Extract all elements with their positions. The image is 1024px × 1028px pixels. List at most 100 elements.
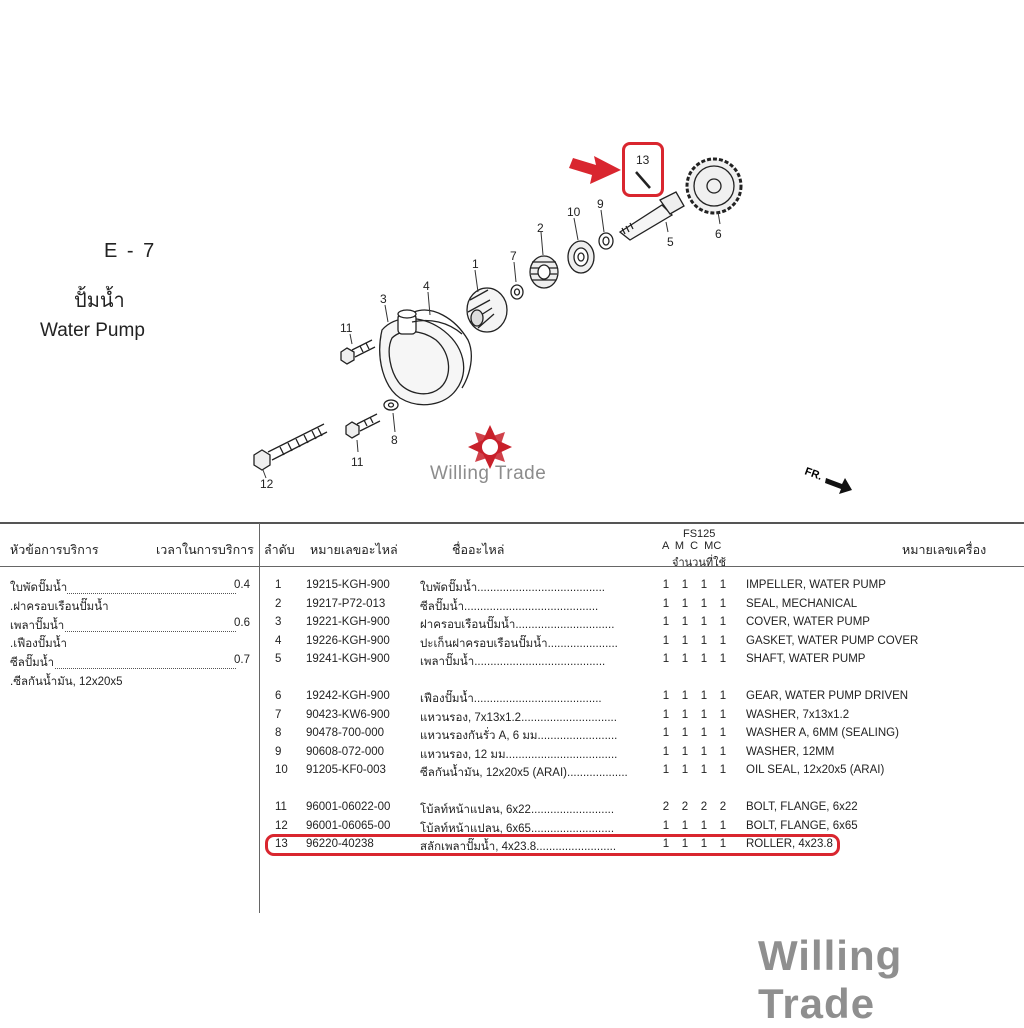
- part-seal-2: [529, 255, 559, 289]
- section-code: E - 7: [104, 240, 157, 262]
- quantity-cell: 1: [700, 764, 708, 776]
- header-model: FS125: [683, 528, 716, 540]
- part-number: 19215-KGH-900: [306, 579, 390, 591]
- part-number: 96001-06022-00: [306, 801, 391, 813]
- part-name-thai: แหวนรอง, 7x13x1.2.......................…: [420, 712, 617, 724]
- row-number: 9: [275, 746, 282, 758]
- quantity-cell: 1: [662, 820, 670, 832]
- callout-13: 13: [636, 153, 650, 167]
- quantity-cell: 1: [719, 598, 727, 610]
- part-description: IMPELLER, WATER PUMP: [746, 579, 886, 591]
- quantity-cell: 1: [681, 579, 689, 591]
- quantity-cell: 1: [662, 690, 670, 702]
- section-title-thai: ปั้มน้ำ: [74, 290, 125, 312]
- quantity-cell: 1: [662, 746, 670, 758]
- quantity-cell: 1: [700, 635, 708, 647]
- part-oil-seal-10: [567, 240, 595, 274]
- quantity-cell: 1: [700, 690, 708, 702]
- section-title-english: Water Pump: [40, 320, 145, 341]
- quantity-cell: 1: [662, 838, 670, 850]
- row-number: 2: [275, 598, 282, 610]
- table-row: 9 90608-072-000 แหวนรอง, 12 มม............…: [0, 746, 1024, 764]
- part-number: 19226-KGH-900: [306, 635, 390, 647]
- quantity-cell: 1: [681, 727, 689, 739]
- quantity-cell: 1: [700, 598, 708, 610]
- row-number: 12: [275, 820, 288, 832]
- service-item-name: .เฟืองปั๊มน้ำ: [10, 638, 67, 650]
- quantity-cell: 1: [719, 690, 727, 702]
- front-direction-icon: FR.: [803, 466, 852, 494]
- quantity-cell: 1: [719, 764, 727, 776]
- callout-3: 3: [380, 292, 387, 306]
- quantity-cell: 1: [700, 746, 708, 758]
- quantity-cell: 2: [662, 801, 670, 813]
- part-name-thai: ซีลปั๊มน้ำ..............................…: [420, 601, 599, 613]
- svg-text:FR.: FR.: [803, 466, 824, 483]
- part-number: 90423-KW6-900: [306, 709, 390, 721]
- service-item-name: .ซีลกันน้ำมัน, 12x20x5: [10, 676, 123, 688]
- part-name-thai: โบ้ลท์หน้าแปลน, 6x65....................…: [420, 823, 615, 835]
- part-name-thai: เฟืองปั๊มน้ำ............................…: [420, 693, 602, 705]
- part-name-thai: เพลาปั๊มน้ำ.............................…: [420, 656, 606, 668]
- callout-5: 5: [667, 235, 674, 249]
- quantity-cell: 1: [700, 727, 708, 739]
- service-item: .ฝาครอบเรือนปั๊มน้ำ: [10, 598, 250, 616]
- quantity-cell: 1: [719, 579, 727, 591]
- part-name-thai: แหวนรอง, 12 มม..........................…: [420, 749, 618, 761]
- part-description: BOLT, FLANGE, 6x22: [746, 801, 858, 813]
- row-number: 8: [275, 727, 282, 739]
- highlight-frame-part-13: [622, 142, 664, 197]
- row-number: 6: [275, 690, 282, 702]
- part-shaft-5: [618, 191, 685, 241]
- header-seq: ลำดับ: [264, 543, 295, 557]
- willing-trade-logo-small: [468, 425, 512, 469]
- part-cover-3: [379, 309, 472, 406]
- header-engine-no: หมายเลขเครื่อง: [902, 543, 987, 557]
- part-description: GEAR, WATER PUMP DRIVEN: [746, 690, 909, 702]
- quantity-cell: 1: [681, 709, 689, 721]
- quantity-cell: 1: [719, 616, 727, 628]
- part-number: 19217-P72-013: [306, 598, 386, 610]
- service-item: ซีลปั๊มน้ำ 0.7: [10, 654, 250, 672]
- header-service-topic: หัวข้อการบริการ: [10, 543, 99, 557]
- red-arrow-icon: [569, 156, 621, 184]
- callout-11a: 11: [340, 321, 353, 335]
- part-description: WASHER, 12MM: [746, 746, 835, 758]
- part-number: 90608-072-000: [306, 746, 385, 758]
- callout-9: 9: [597, 197, 604, 211]
- part-name-thai: สลักเพลาปั๊มน้ำ, 4x23.8.................…: [420, 841, 617, 853]
- service-item-time: 0.7: [234, 654, 250, 666]
- quantity-cell: 1: [662, 579, 670, 591]
- header-variants: A M C MC: [662, 540, 722, 552]
- quantity-cell: 1: [700, 838, 708, 850]
- part-description: WASHER, 7x13x1.2: [746, 709, 850, 721]
- part-description: OIL SEAL, 12x20x5 (ARAI): [746, 764, 885, 776]
- quantity-cell: 1: [662, 635, 670, 647]
- quantity-cell: 2: [719, 801, 727, 813]
- part-number: 19241-KGH-900: [306, 653, 390, 665]
- row-number: 7: [275, 709, 282, 721]
- watermark-small: Willing Trade: [430, 463, 547, 484]
- header-qty: จำนวนที่ใช้: [672, 557, 726, 569]
- quantity-cell: 1: [662, 709, 670, 721]
- watermark-large: Willing Trade: [758, 932, 903, 1027]
- service-item-time: 0.6: [234, 617, 250, 629]
- callout-10: 10: [567, 205, 581, 219]
- quantity-cell: 2: [700, 801, 708, 813]
- row-number: 11: [275, 801, 287, 813]
- service-item-name: ซีลปั๊มน้ำ: [10, 657, 55, 669]
- quantity-cell: 1: [719, 727, 727, 739]
- part-name-thai: ฝาครอบเรือนปั๊มน้ำ......................…: [420, 619, 615, 631]
- quantity-cell: 1: [719, 820, 727, 832]
- part-description: SHAFT, WATER PUMP: [746, 653, 866, 665]
- quantity-cell: 1: [662, 616, 670, 628]
- part-bolt-12: [253, 423, 328, 471]
